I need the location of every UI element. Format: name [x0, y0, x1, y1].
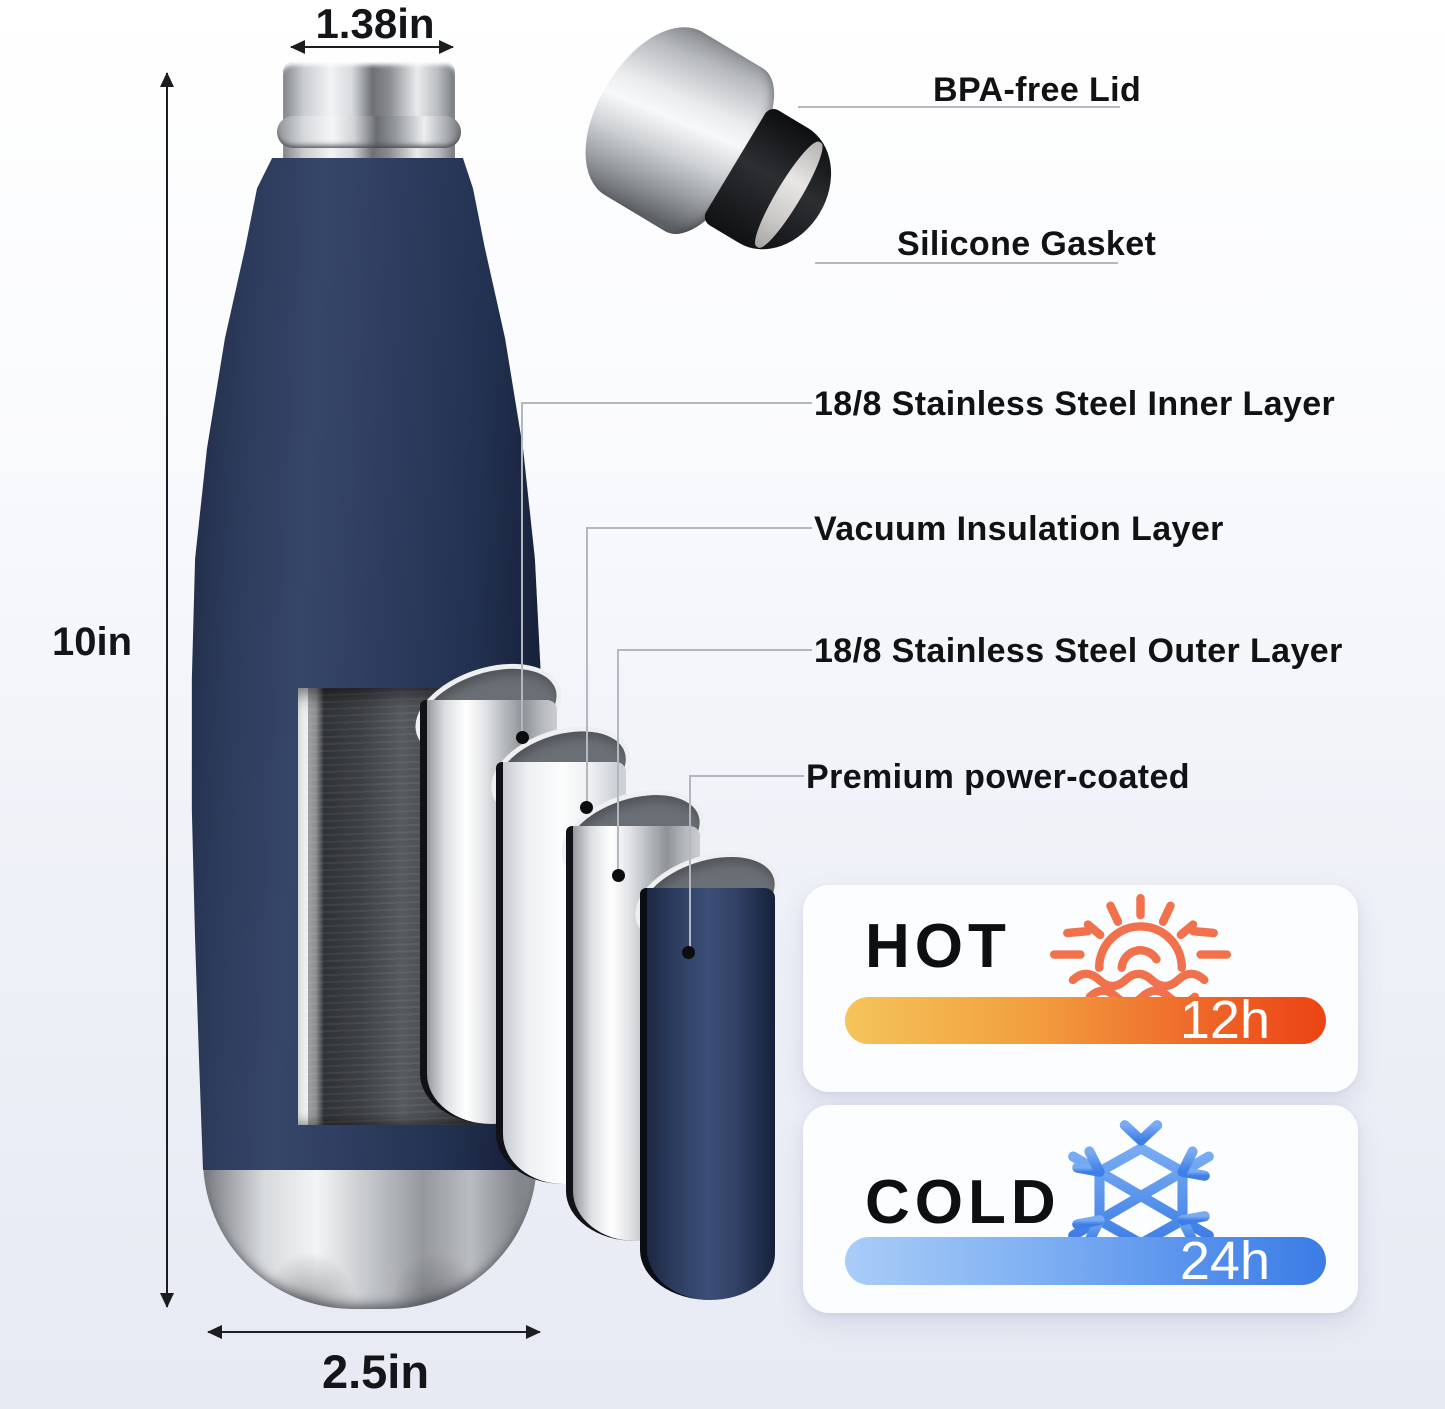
- cold-title: COLD: [865, 1168, 1061, 1237]
- mouth-width-label: 1.38in: [315, 0, 435, 47]
- leader-inner-dot: [516, 731, 529, 744]
- leader-powder-h: [689, 775, 804, 777]
- leader-vacuum-v: [586, 527, 588, 803]
- lid-label-line: [798, 106, 1120, 108]
- cold-card: COLD 24h: [803, 1105, 1358, 1313]
- leader-powder-v: [689, 775, 691, 947]
- leader-inner-h: [521, 402, 812, 404]
- gasket-label-line: [815, 262, 1118, 264]
- leader-inner-v: [521, 402, 523, 734]
- label-vacuum-layer: Vacuum Insulation Layer: [814, 510, 1224, 548]
- leader-outer-v: [617, 649, 619, 871]
- cold-duration: 24h: [1179, 1231, 1270, 1291]
- bottle-height-arrow: [160, 72, 174, 1308]
- bottle-lid: [543, 0, 883, 317]
- hot-duration: 12h: [1179, 990, 1270, 1050]
- leader-powder-dot: [682, 946, 695, 959]
- label-outer-layer: 18/8 Stainless Steel Outer Layer: [814, 632, 1343, 670]
- leader-vacuum-dot: [580, 801, 593, 814]
- hot-card: HOT 12h: [803, 885, 1358, 1092]
- hot-title: HOT: [865, 912, 1011, 981]
- base-width-label: 2.5in: [321, 1345, 430, 1398]
- cold-duration-bar: 24h: [845, 1234, 1326, 1288]
- leader-outer-h: [617, 649, 812, 651]
- mouth-width-arrow: [290, 40, 454, 54]
- label-inner-layer: 18/8 Stainless Steel Inner Layer: [814, 385, 1336, 423]
- gasket-label: Silicone Gasket: [897, 225, 1157, 263]
- label-powder-coat: Premium power-coated: [806, 758, 1190, 796]
- hot-duration-bar: 12h: [845, 993, 1326, 1047]
- base-width-arrow: [207, 1325, 541, 1339]
- lid-label: BPA-free Lid: [933, 71, 1142, 109]
- leader-outer-dot: [612, 869, 625, 882]
- layer-sheet-powder-coat: [623, 835, 792, 1304]
- bottle-height-label: 10in: [51, 620, 133, 664]
- leader-vacuum-h: [586, 527, 812, 529]
- bottle-neck-ring: [277, 116, 461, 148]
